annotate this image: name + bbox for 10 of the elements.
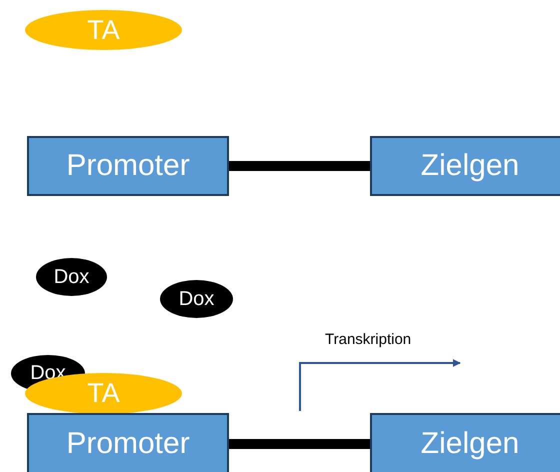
- gene-box: Promoter: [27, 413, 229, 472]
- molecule-ellipse: Dox: [36, 258, 107, 296]
- connector-line: [229, 161, 370, 171]
- arrow-label: Transkription: [325, 331, 412, 348]
- molecule-ellipse: Dox: [160, 280, 233, 318]
- gene-box: Zielgen: [370, 413, 560, 472]
- connector-line: [229, 439, 370, 449]
- gene-box: Zielgen: [370, 136, 560, 196]
- gene-box: Promoter: [27, 136, 229, 196]
- protein-ellipse: TA: [25, 10, 182, 50]
